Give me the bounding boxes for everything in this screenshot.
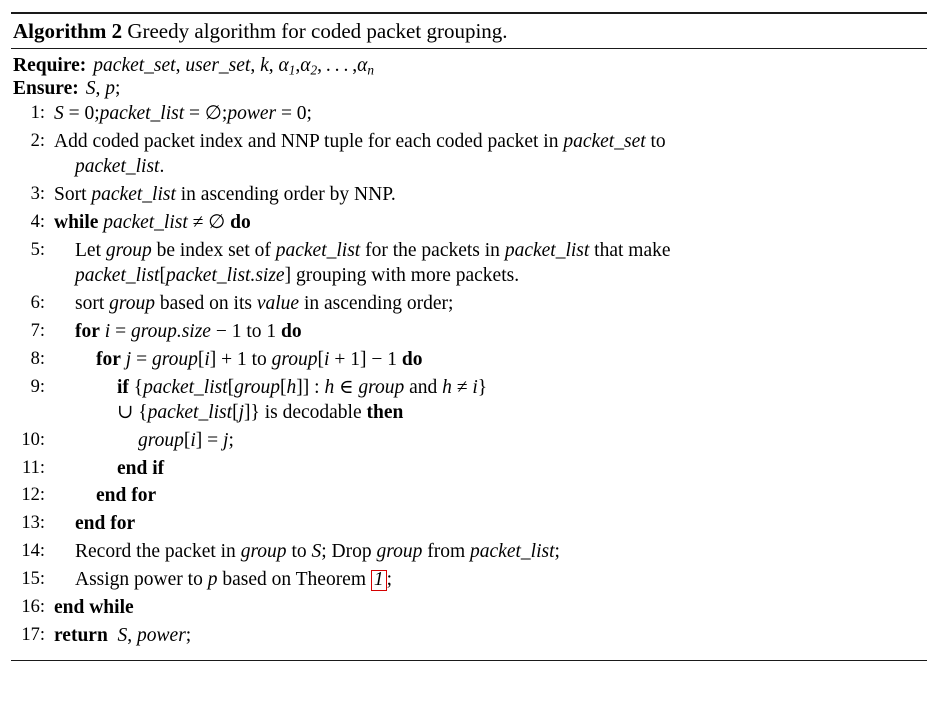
line-body: Assign power to p based on Theorem 1; bbox=[75, 568, 393, 591]
line-number: 9: bbox=[30, 376, 45, 397]
line-number: 13: bbox=[21, 513, 45, 534]
algorithm-top-rule bbox=[11, 12, 927, 14]
algorithm-line: 5: Let group be index set of packet_list… bbox=[11, 238, 927, 289]
line-number: 8: bbox=[30, 348, 45, 369]
line-body: if {packet_list[group[h]] : h ∈ group an… bbox=[117, 376, 488, 423]
line-body: Add coded packet index and NNP tuple for… bbox=[54, 130, 666, 178]
algorithm-line: 2: Add coded packet index and NNP tuple … bbox=[11, 129, 927, 180]
line-number: 7: bbox=[30, 320, 45, 341]
algorithm-line: 1: S = 0;packet_list = ∅;power = 0; bbox=[11, 101, 927, 126]
line-body: end for bbox=[96, 485, 157, 507]
line-body: Sort packet_list in ascending order by N… bbox=[54, 184, 396, 206]
line-number: 10: bbox=[21, 429, 45, 450]
line-body: sort group based on its value in ascendi… bbox=[75, 293, 454, 315]
algorithm-line: 9: if {packet_list[group[h]] : h ∈ group… bbox=[11, 375, 927, 426]
line-number: 11: bbox=[22, 457, 45, 478]
require-arguments: packet_set, user_set, k, α1,α2, . . . ,α… bbox=[93, 55, 374, 78]
line-number: 6: bbox=[30, 293, 45, 314]
line-number: 2: bbox=[30, 130, 45, 151]
line-body: for j = group[i] + 1 to group[i + 1] − 1… bbox=[96, 348, 423, 370]
algorithm-line: 8: for j = group[i] + 1 to group[i + 1] … bbox=[11, 347, 927, 372]
line-body: Record the packet in group to S; Drop gr… bbox=[75, 541, 560, 563]
algorithm-line: 4: while packet_list ≠ ∅ do bbox=[11, 210, 927, 235]
require-line: Require: packet_set, user_set, k, α1,α2,… bbox=[11, 55, 927, 78]
line-number: 12: bbox=[21, 485, 45, 506]
line-body: for i = group.size − 1 to 1 do bbox=[75, 320, 302, 342]
algorithm-steps: 1: S = 0;packet_list = ∅;power = 0; 2: A… bbox=[11, 101, 927, 648]
spacer bbox=[11, 651, 927, 660]
algorithm-line: 14: Record the packet in group to S; Dro… bbox=[11, 539, 927, 564]
algorithm-bottom-rule bbox=[11, 659, 927, 661]
algorithm-line: 6: sort group based on its value in asce… bbox=[11, 291, 927, 316]
require-keyword: Require: bbox=[13, 55, 87, 77]
algorithm-title-rule bbox=[11, 48, 927, 50]
algorithm-block: Algorithm 2 Greedy algorithm for coded p… bbox=[11, 12, 927, 661]
algorithm-line: 17: return S, power; bbox=[11, 623, 927, 648]
ensure-arguments: S, p; bbox=[85, 77, 121, 99]
ensure-line: Ensure: S, p; bbox=[11, 77, 927, 99]
line-number: 4: bbox=[30, 212, 45, 233]
line-number: 14: bbox=[21, 541, 45, 562]
line-number: 3: bbox=[30, 184, 45, 205]
line-number: 15: bbox=[21, 568, 45, 589]
theorem-reference-link[interactable]: 1 bbox=[370, 570, 387, 591]
line-body: Let group be index set of packet_list fo… bbox=[75, 239, 671, 287]
algorithm-title: Algorithm 2 Greedy algorithm for coded p… bbox=[11, 19, 927, 43]
line-number: 16: bbox=[21, 596, 45, 617]
algorithm-caption-text: Greedy algorithm for coded packet groupi… bbox=[127, 19, 508, 43]
algorithm-line: 12: end for bbox=[11, 483, 927, 508]
line-body: end while bbox=[54, 596, 134, 618]
algorithm-line: 13: end for bbox=[11, 511, 927, 536]
line-body: end for bbox=[75, 513, 136, 535]
algorithm-line: 3: Sort packet_list in ascending order b… bbox=[11, 182, 927, 207]
line-number: 17: bbox=[21, 624, 45, 645]
algorithm-line: 11: end if bbox=[11, 456, 927, 481]
line-body: return S, power; bbox=[54, 624, 192, 646]
line-number: 1: bbox=[30, 103, 45, 124]
ensure-keyword: Ensure: bbox=[13, 77, 79, 99]
line-body: end if bbox=[117, 457, 165, 479]
algorithm-number-label: Algorithm 2 bbox=[13, 19, 123, 43]
line-body: S = 0;packet_list = ∅;power = 0; bbox=[54, 103, 312, 125]
line-body: group[i] = j; bbox=[138, 429, 234, 451]
algorithm-line: 16: end while bbox=[11, 595, 927, 620]
algorithm-line: 15: Assign power to p based on Theorem 1… bbox=[11, 567, 927, 592]
line-number: 5: bbox=[30, 239, 45, 260]
line-body: while packet_list ≠ ∅ do bbox=[54, 212, 251, 234]
algorithm-line: 7: for i = group.size − 1 to 1 do bbox=[11, 319, 927, 344]
algorithm-line: 10: group[i] = j; bbox=[11, 428, 927, 453]
